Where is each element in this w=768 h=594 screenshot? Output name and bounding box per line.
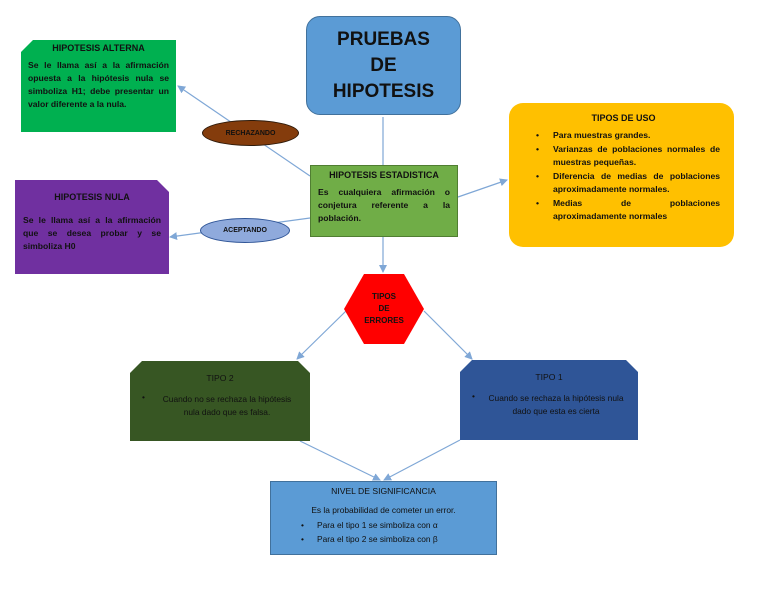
rechazando-label: RECHAZANDO [202, 120, 299, 146]
list-item: Diferencia de medias de poblaciones apro… [527, 170, 720, 196]
list-item: Para el tipo 1 se simboliza con α [281, 518, 486, 532]
title-box: PRUEBAS DE HIPOTESIS [306, 16, 461, 115]
hipotesis-alterna-text: Se le llama así a la afirmación opuesta … [28, 60, 169, 109]
tipo-2-heading: TIPO 2 [206, 373, 234, 383]
list-item: Para muestras grandes. [527, 129, 720, 142]
aceptando-label-text: ACEPTANDO [223, 227, 267, 234]
hipotesis-estadistica-text: Es cualquiera afirmación o conjetura ref… [318, 187, 450, 223]
tipos-de-uso-heading: TIPOS DE USO [591, 113, 656, 123]
connector-tipo1-nivel [383, 439, 461, 481]
tipos-de-errores-hexagon: TIPOS DE ERRORES [344, 274, 424, 344]
connector-estadistica-uso [457, 178, 508, 198]
connector-errores-tipo1 [423, 310, 473, 360]
hipotesis-estadistica-box: HIPOTESIS ESTADISTICA Es cualquiera afir… [310, 165, 458, 237]
hipotesis-alterna-heading: HIPOTESIS ALTERNA [52, 43, 145, 53]
hipotesis-alterna-box: HIPOTESIS ALTERNA Se le llama así a la a… [21, 40, 176, 132]
title-line-3: HIPOTESIS [332, 80, 435, 102]
connector-tipo2-nivel [299, 440, 381, 481]
connector-errores-tipo2 [296, 310, 347, 360]
title-line-2: DE [370, 54, 397, 76]
title-line-1: PRUEBAS [337, 28, 430, 50]
tipo-2-text: Cuando no se rechaza la hipótesis nula d… [142, 393, 298, 419]
tipo-1-text: Cuando se rechaza la hipótesis nula dado… [472, 392, 626, 418]
errores-line-2: DE [378, 304, 390, 313]
list-item: Para el tipo 2 se simboliza con β [281, 532, 486, 546]
tipos-de-uso-list: Para muestras grandes. Varianzas de pobl… [527, 129, 720, 223]
tipo-1-box: TIPO 1 Cuando se rechaza la hipótesis nu… [460, 360, 638, 440]
hipotesis-nula-text: Se le llama así a la afirmación que se d… [23, 215, 161, 251]
hipotesis-nula-box: HIPOTESIS NULA Se le llama así a la afir… [15, 180, 169, 274]
nivel-heading: NIVEL DE SIGNIFICANCIA [331, 486, 436, 496]
hipotesis-estadistica-heading: HIPOTESIS ESTADISTICA [329, 170, 439, 180]
rechazando-label-text: RECHAZANDO [225, 129, 276, 137]
tipo-2-box: TIPO 2 Cuando no se rechaza la hipótesis… [130, 361, 310, 441]
list-item: Varianzas de poblaciones normales de mue… [527, 143, 720, 169]
aceptando-label: ACEPTANDO [200, 218, 290, 243]
tipos-de-uso-box: TIPOS DE USO Para muestras grandes. Vari… [509, 103, 734, 247]
nivel-de-significancia-box: NIVEL DE SIGNIFICANCIA Es la probabilida… [270, 481, 497, 555]
nivel-text: Es la probabilidad de cometer un error. [311, 505, 456, 515]
errores-line-1: TIPOS [371, 292, 396, 301]
tipo-1-heading: TIPO 1 [535, 372, 563, 382]
list-item: Medias de poblaciones aproximadamente no… [527, 197, 720, 223]
nivel-list: Para el tipo 1 se simboliza con α Para e… [281, 518, 486, 546]
hipotesis-nula-heading: HIPOTESIS NULA [54, 192, 130, 202]
errores-line-3: ERRORES [364, 316, 404, 325]
